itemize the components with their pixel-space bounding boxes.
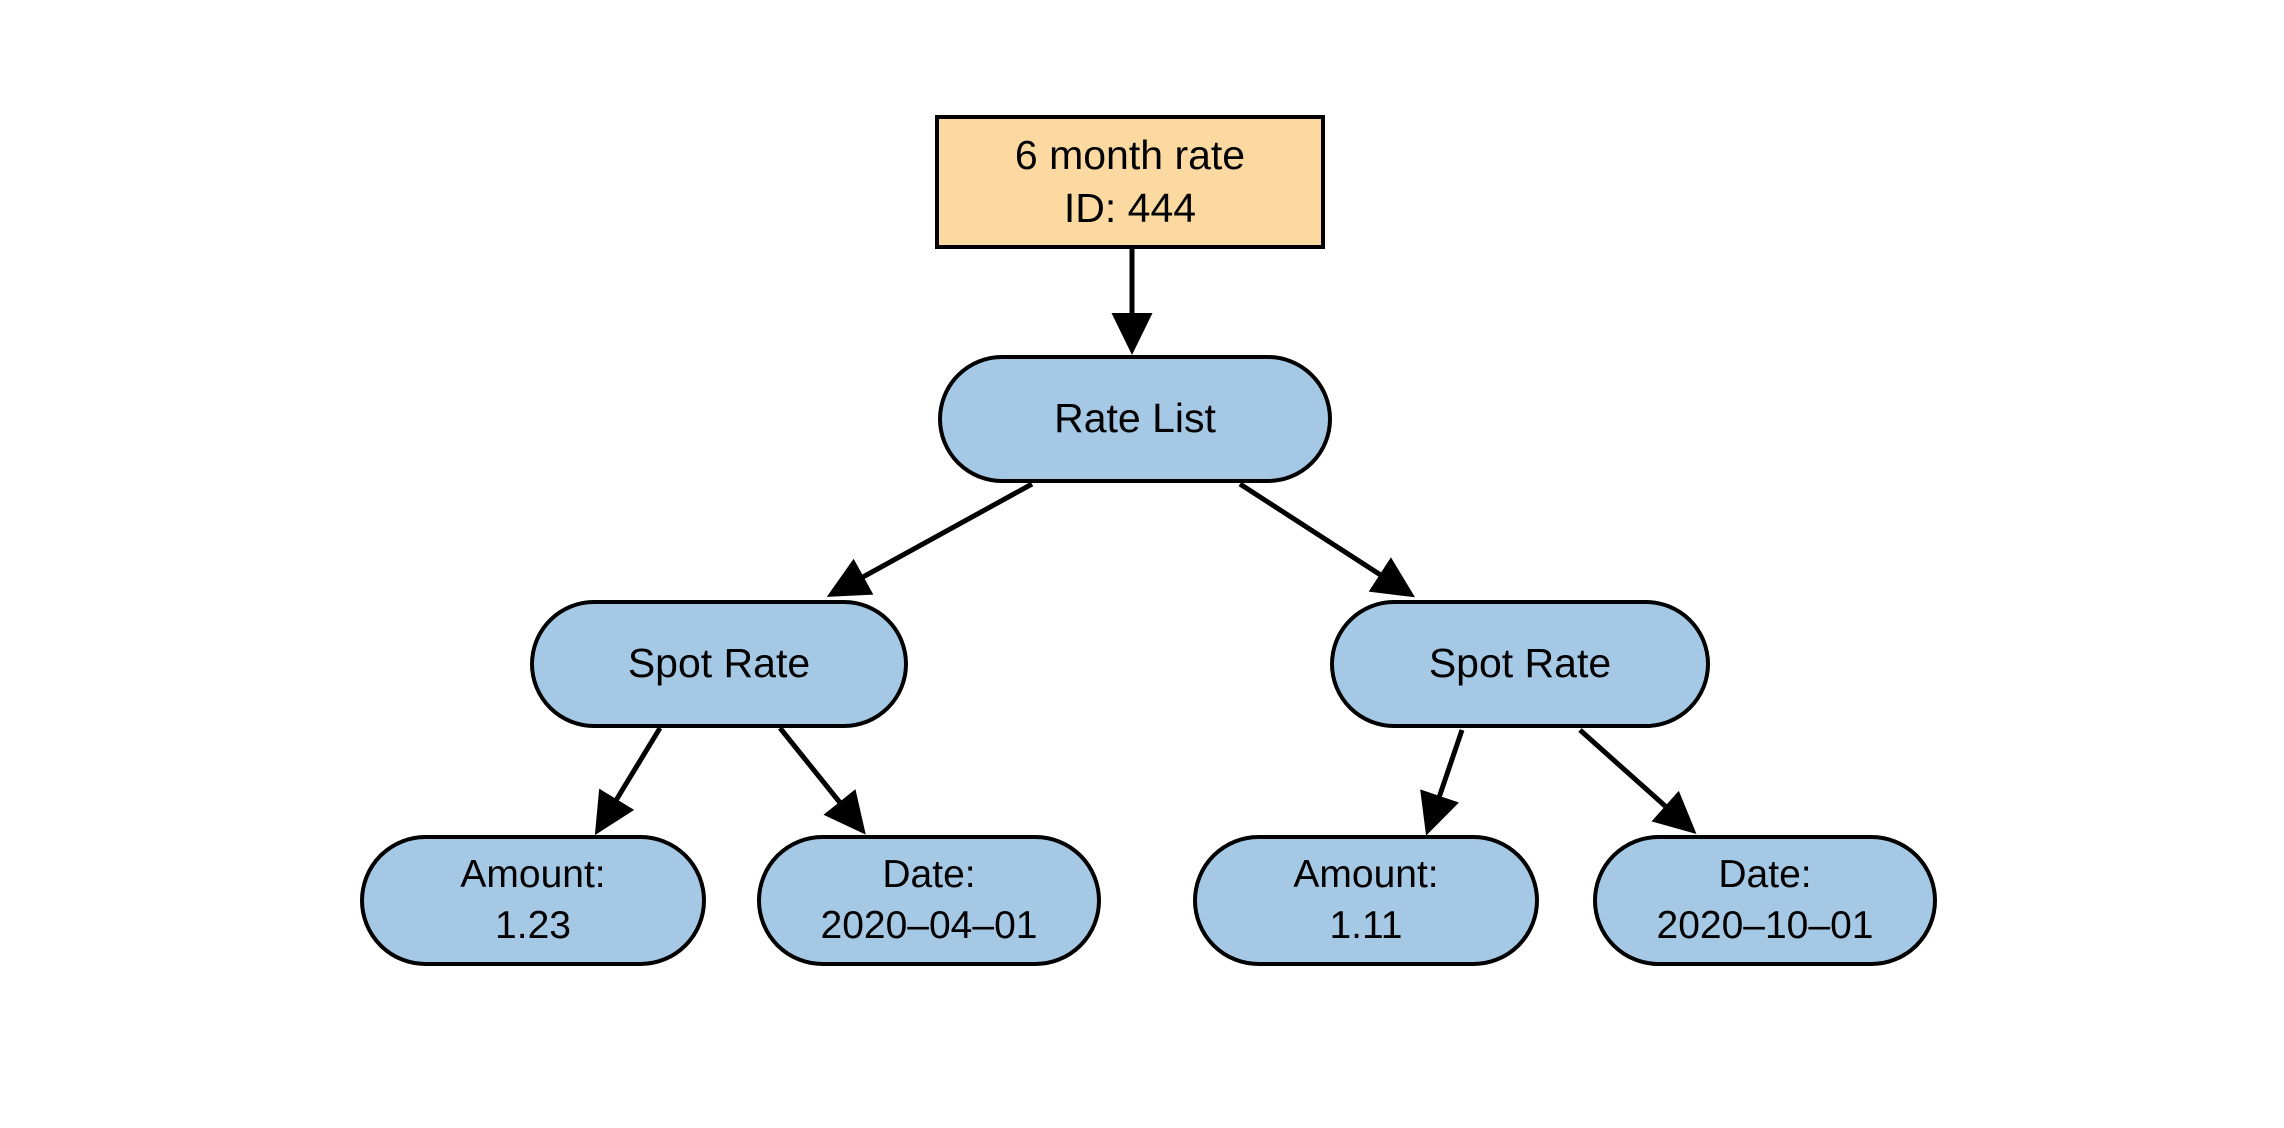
node-root[interactable]: 6 month rate ID: 444 (935, 115, 1325, 249)
node-amount-1-line-2: 1.23 (495, 903, 571, 947)
node-spot-rate-1-label: Spot Rate (627, 640, 811, 687)
node-amount-1[interactable]: Amount: 1.23 (360, 835, 706, 966)
edge-rate-list-to-spot-rate-2 (1238, 481, 1416, 598)
node-date-1[interactable]: Date: 2020–04–01 (757, 835, 1101, 966)
edge-spot-rate-2-to-amount-2 (1420, 729, 1465, 836)
node-date-1-line-1: Date: (882, 852, 976, 896)
node-amount-2-line-1: Amount: (1293, 852, 1439, 896)
node-spot-rate-1[interactable]: Spot Rate (530, 600, 908, 728)
node-date-2-line-1: Date: (1718, 852, 1812, 896)
edge-rate-list-to-spot-rate-1 (826, 481, 1034, 597)
node-amount-2[interactable]: Amount: 1.11 (1193, 835, 1539, 966)
node-date-2-line-2: 2020–10–01 (1656, 903, 1874, 947)
node-spot-rate-2-label: Spot Rate (1428, 640, 1612, 687)
node-spot-rate-2[interactable]: Spot Rate (1330, 600, 1710, 728)
node-rate-list[interactable]: Rate List (938, 355, 1332, 483)
node-root-line-2: ID: 444 (1063, 185, 1197, 231)
edge-spot-rate-1-to-date-1 (778, 726, 866, 835)
node-amount-2-line-2: 1.11 (1329, 903, 1403, 947)
node-date-1-line-2: 2020–04–01 (820, 903, 1038, 947)
edge-spot-rate-1-to-amount-1 (594, 726, 663, 836)
node-date-2[interactable]: Date: 2020–10–01 (1593, 835, 1937, 966)
node-amount-1-line-1: Amount: (460, 852, 606, 896)
edge-spot-rate-2-to-date-2 (1578, 728, 1697, 834)
node-root-line-1: 6 month rate (1014, 131, 1246, 178)
node-rate-list-label: Rate List (1054, 395, 1216, 442)
